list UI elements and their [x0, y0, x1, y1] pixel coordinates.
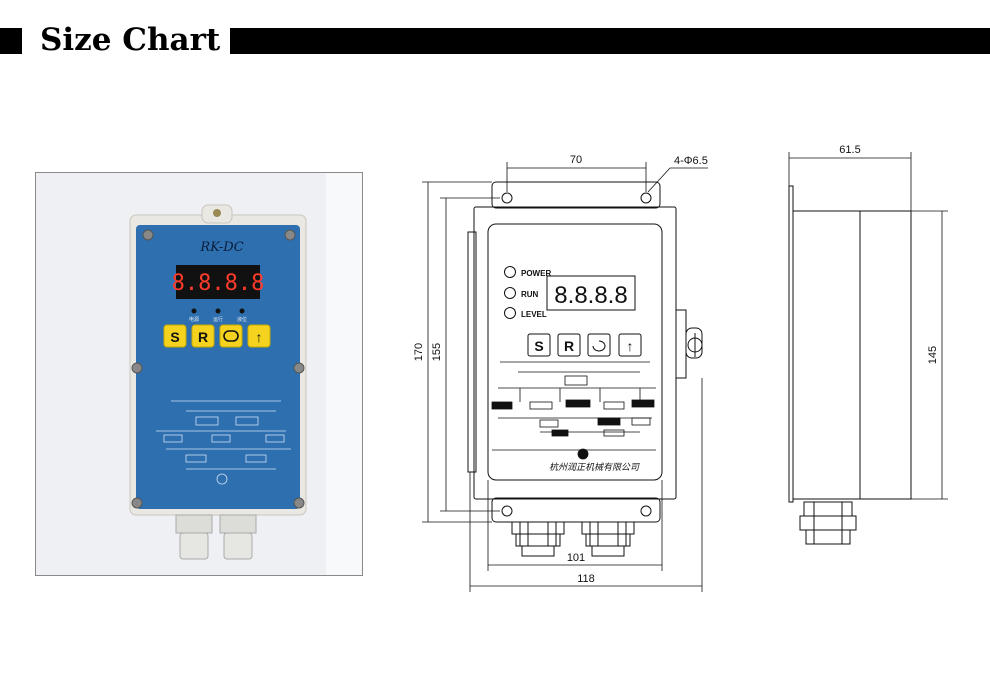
banner-left-block	[0, 28, 22, 54]
side-view	[788, 185, 912, 545]
photo-button-s: S	[163, 324, 187, 348]
header-banner: Size Chart	[0, 22, 990, 58]
dim-total-width: 118	[577, 573, 595, 585]
side-dimensions	[788, 152, 948, 500]
front-view	[467, 181, 703, 557]
dim-hole-spacing: 70	[570, 154, 582, 166]
dim-side-height: 145	[927, 346, 939, 364]
cable-gland	[175, 514, 213, 560]
front-dimensions	[422, 162, 708, 592]
front-button-s: S	[534, 338, 543, 354]
front-button-r: R	[564, 338, 574, 354]
svg-text:S: S	[170, 329, 179, 345]
indicator-level-label: LEVEL	[521, 310, 547, 319]
product-photo: RK-DC 8.8.8.8 电源 运行 液位 S R ↑	[35, 172, 363, 576]
banner-right-bar	[230, 28, 990, 54]
photo-button-r: R	[191, 324, 215, 348]
front-panel-schematic	[491, 361, 656, 460]
svg-text:↑: ↑	[256, 329, 263, 345]
dim-total-height: 170	[413, 343, 425, 361]
dim-side-depth: 61.5	[839, 144, 860, 156]
led-label-power: 电源	[189, 316, 199, 323]
led-label-level: 液位	[237, 316, 247, 323]
front-button-up: ↑	[627, 338, 634, 354]
led-label-run: 运行	[213, 316, 223, 323]
photo-display-readout: 8.8.8.8	[172, 271, 265, 296]
manufacturer-label: 杭州润正机械有限公司	[549, 462, 640, 472]
page-title: Size Chart	[40, 22, 221, 58]
front-display-readout: 8.8.8.8	[554, 282, 627, 309]
dim-inner-width: 101	[567, 552, 585, 564]
dim-body-height: 155	[431, 343, 443, 361]
photo-button-up: ↑	[247, 324, 271, 348]
dim-holes: 4-Φ6.5	[674, 155, 708, 167]
indicator-run-label: RUN	[521, 290, 539, 299]
model-label: RK-DC	[199, 240, 243, 255]
photo-schematic	[156, 400, 291, 485]
svg-text:R: R	[198, 329, 208, 345]
indicator-power-label: POWER	[521, 269, 551, 278]
cable-gland	[219, 514, 257, 560]
photo-button-cycle	[219, 324, 243, 348]
